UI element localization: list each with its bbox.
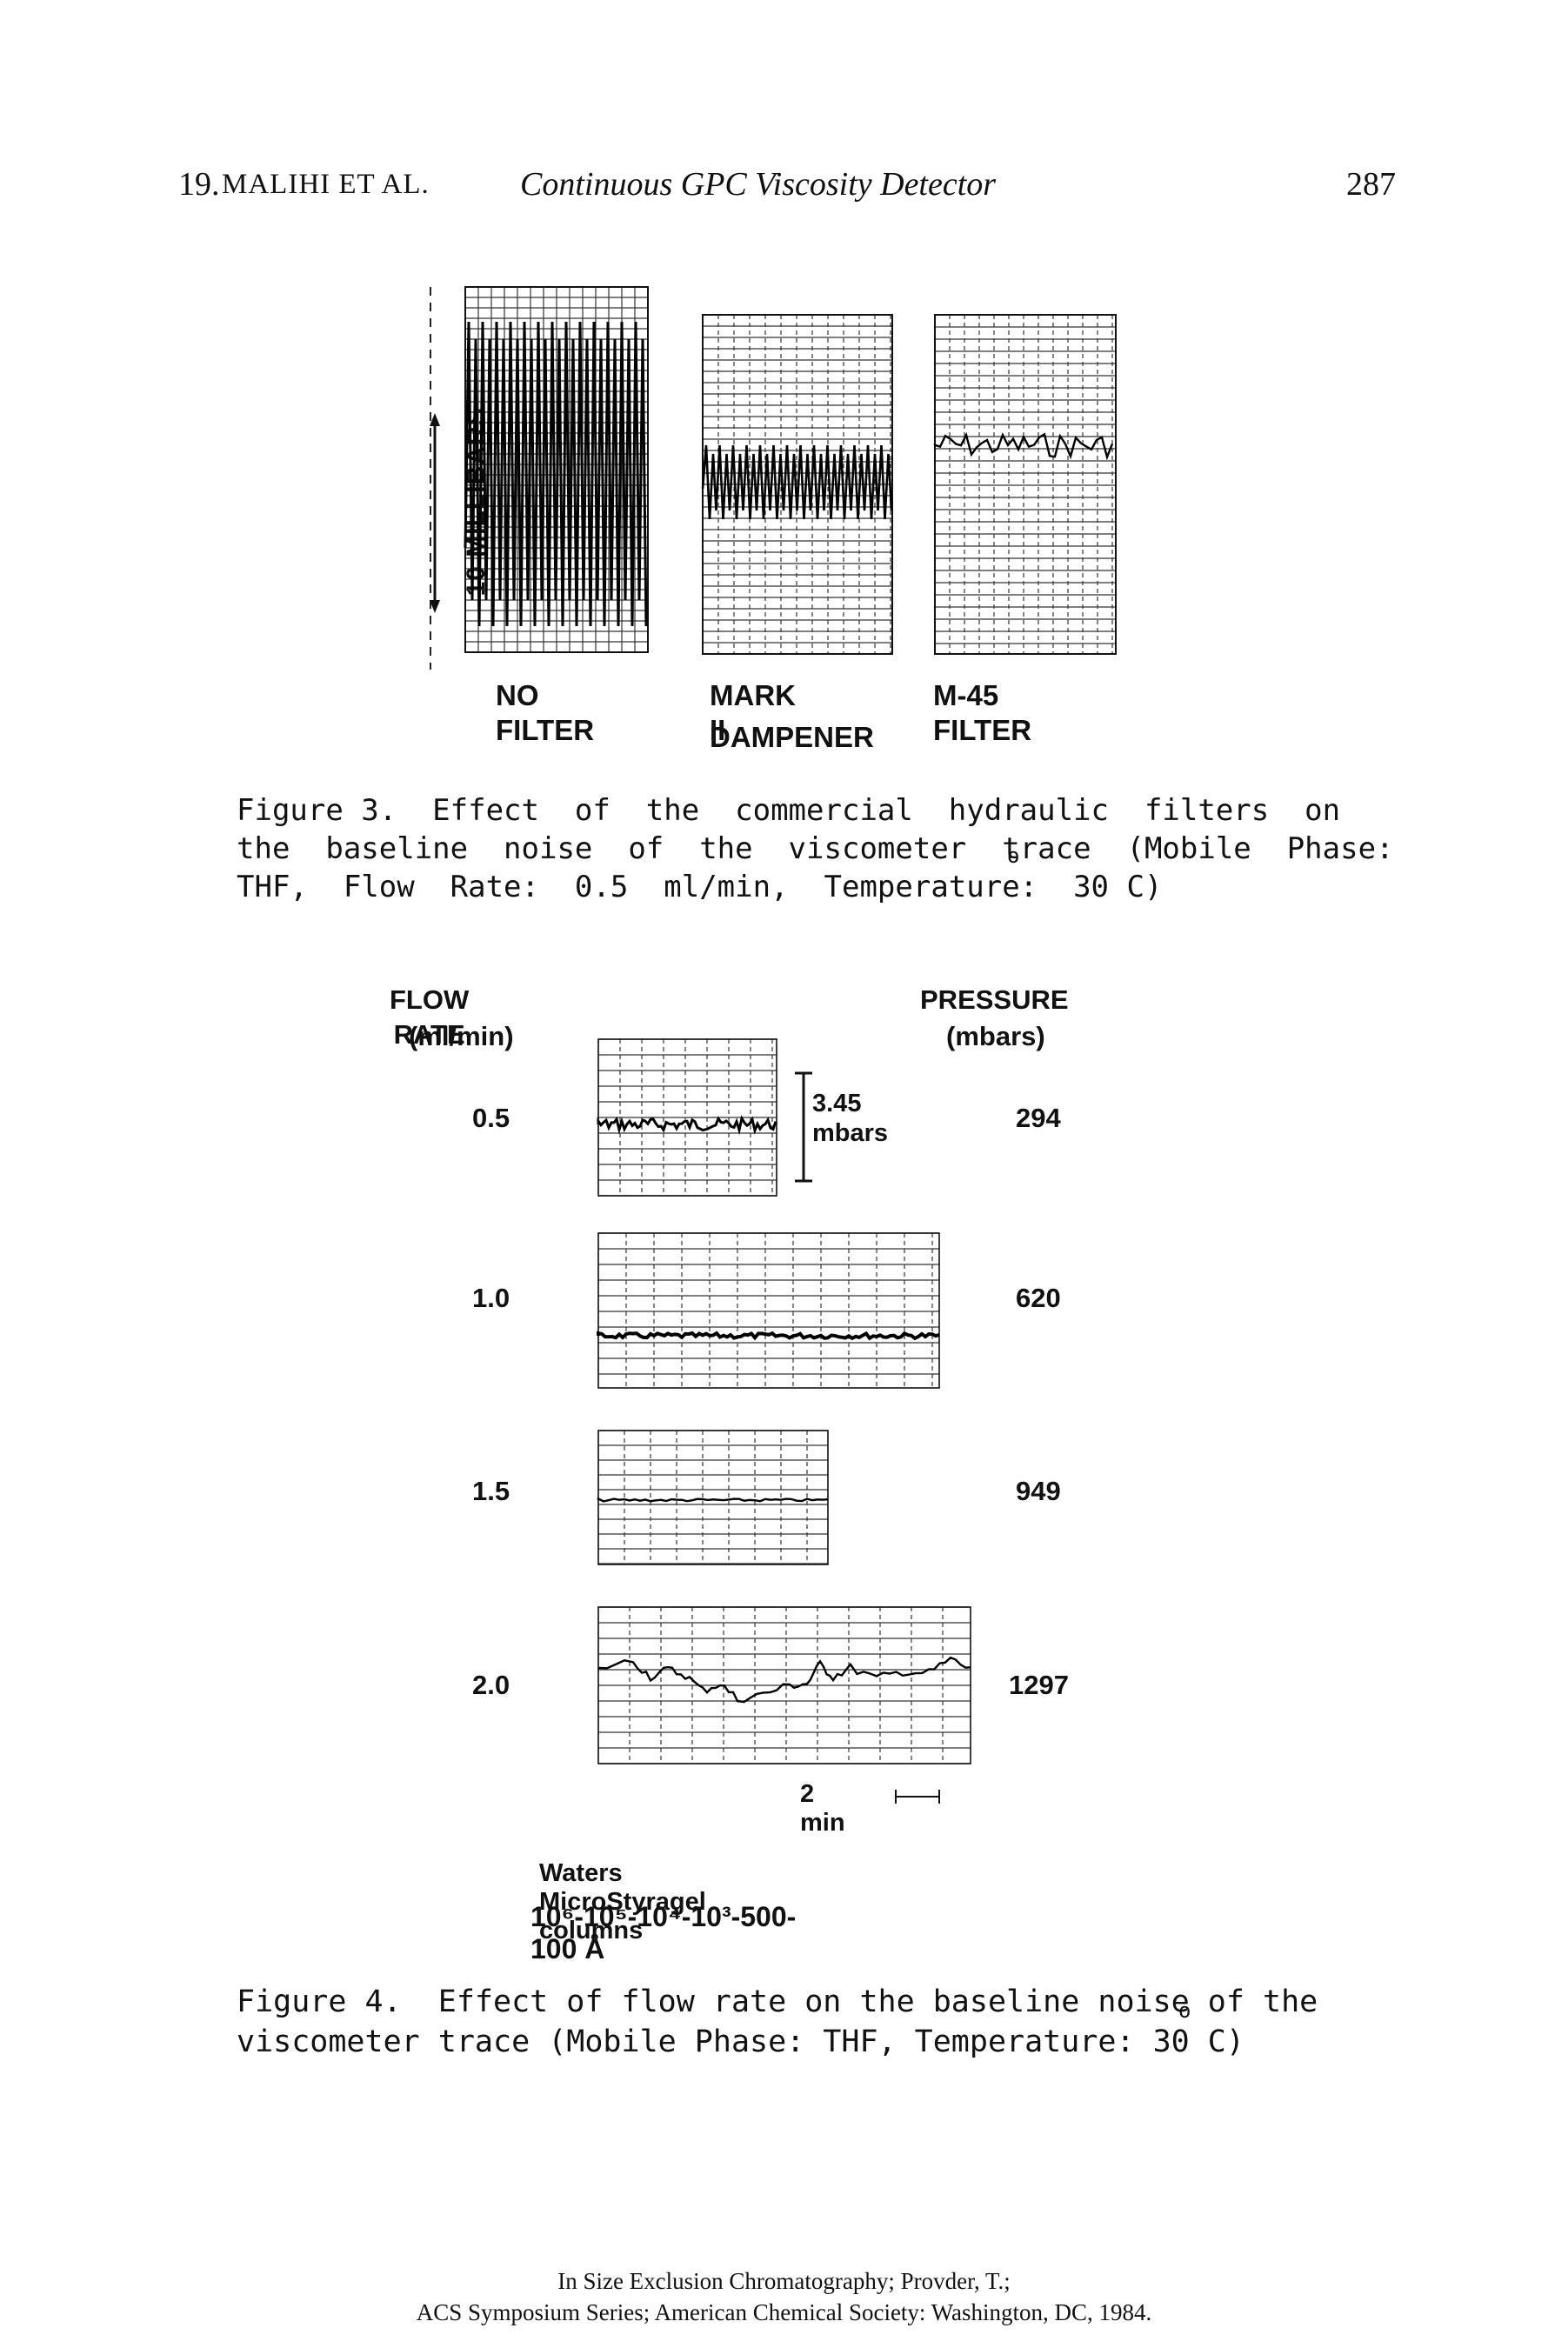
pressure-units: (mbars) [946,1021,1045,1051]
chart-mark-ii-dampener [701,314,893,655]
noise-trace [933,431,1114,461]
figure-3-caption-line-3: THF, Flow Rate: 0.5 ml/min, Temperature:… [237,870,1163,904]
pressure-scale-value: 3.45 [812,1090,862,1117]
trace-flow-1-5 [597,1430,829,1565]
pressure-scale-bar [795,1071,812,1183]
chart-m45-filter [933,314,1117,655]
columns-spec: 10⁶-10⁵-10⁴-10³-500-100 Å [530,1901,797,1964]
flow-rate-value: 1.0 [472,1283,510,1313]
chart-frame [597,1606,971,1764]
pressure-value: 620 [1016,1283,1061,1313]
flow-rate-header: FLOW RATE [390,984,470,1050]
running-authors: MALIHI ET AL. [222,169,430,200]
figure-4-caption-line-2: viscometer trace (Mobile Phase: THF, Tem… [237,2024,1244,2059]
figure-3-caption-degree: o [1007,844,1020,868]
chart-frame [597,1038,777,1197]
trace-flow-2-0 [597,1606,971,1764]
chart-grid [934,314,1116,654]
chart-frame [934,314,1117,655]
flow-rate-value: 1.5 [472,1476,510,1506]
noise-trace [597,1331,940,1341]
figure-4-caption-degree: o [1178,1998,1191,2023]
flow-rate-value: 0.5 [472,1103,510,1133]
running-title: Continuous GPC Viscosity Detector [520,166,997,203]
footer-line-2: ACS Symposium Series; American Chemical … [416,2299,1152,2325]
noise-trace [597,1497,829,1503]
trace-flow-1-0 [597,1232,940,1389]
noise-trace [597,1115,777,1136]
columns-label: Waters MicroStyragel columns [539,1859,706,1944]
noise-trace [701,444,893,520]
pressure-value: 1297 [1009,1670,1069,1700]
chart-frame [597,1232,940,1389]
trace-flow-0-5 [597,1038,777,1197]
chart-frame [597,1430,829,1565]
chart-grid [597,1430,828,1564]
panel-label-mark-ii: MARK II [710,679,796,746]
figure-3-caption-line-2: the baseline noise of the viscometer tra… [237,831,1394,866]
pressure-scale-units: mbars [812,1119,889,1147]
scale-dashed-line [430,287,440,670]
pressure-header: PRESSURE [920,984,1069,1015]
panel-label-m45-filter: M-45 FILTER [933,679,1032,746]
footer-line-1: In Size Exclusion Chromatography; Provde… [557,2268,1011,2294]
pressure-value: 949 [1016,1476,1061,1506]
page-number: 287 [1346,166,1396,203]
panel-label-dampener: DAMPENER [710,721,874,753]
time-scale-bar [895,1790,940,1804]
chart-grid [597,1232,939,1388]
noise-trace [464,321,648,627]
chapter-number: 19. [178,166,220,203]
flow-rate-units: (ml/min) [409,1021,514,1051]
chart-no-filter [464,286,649,653]
chart-grid [597,1606,971,1764]
flow-rate-value: 2.0 [472,1670,510,1700]
noise-trace [597,1656,971,1704]
figure-4-caption-line-1: Figure 4. Effect of flow rate on the bas… [237,1984,1318,2019]
figure-3-caption-line-1: Figure 3. Effect of the commercial hydra… [237,793,1341,828]
chart-grid [597,1038,777,1197]
time-scale-label: 2 min [800,1780,845,1837]
pressure-value: 294 [1016,1103,1061,1133]
panel-label-no-filter: NO FILTER [496,679,595,746]
